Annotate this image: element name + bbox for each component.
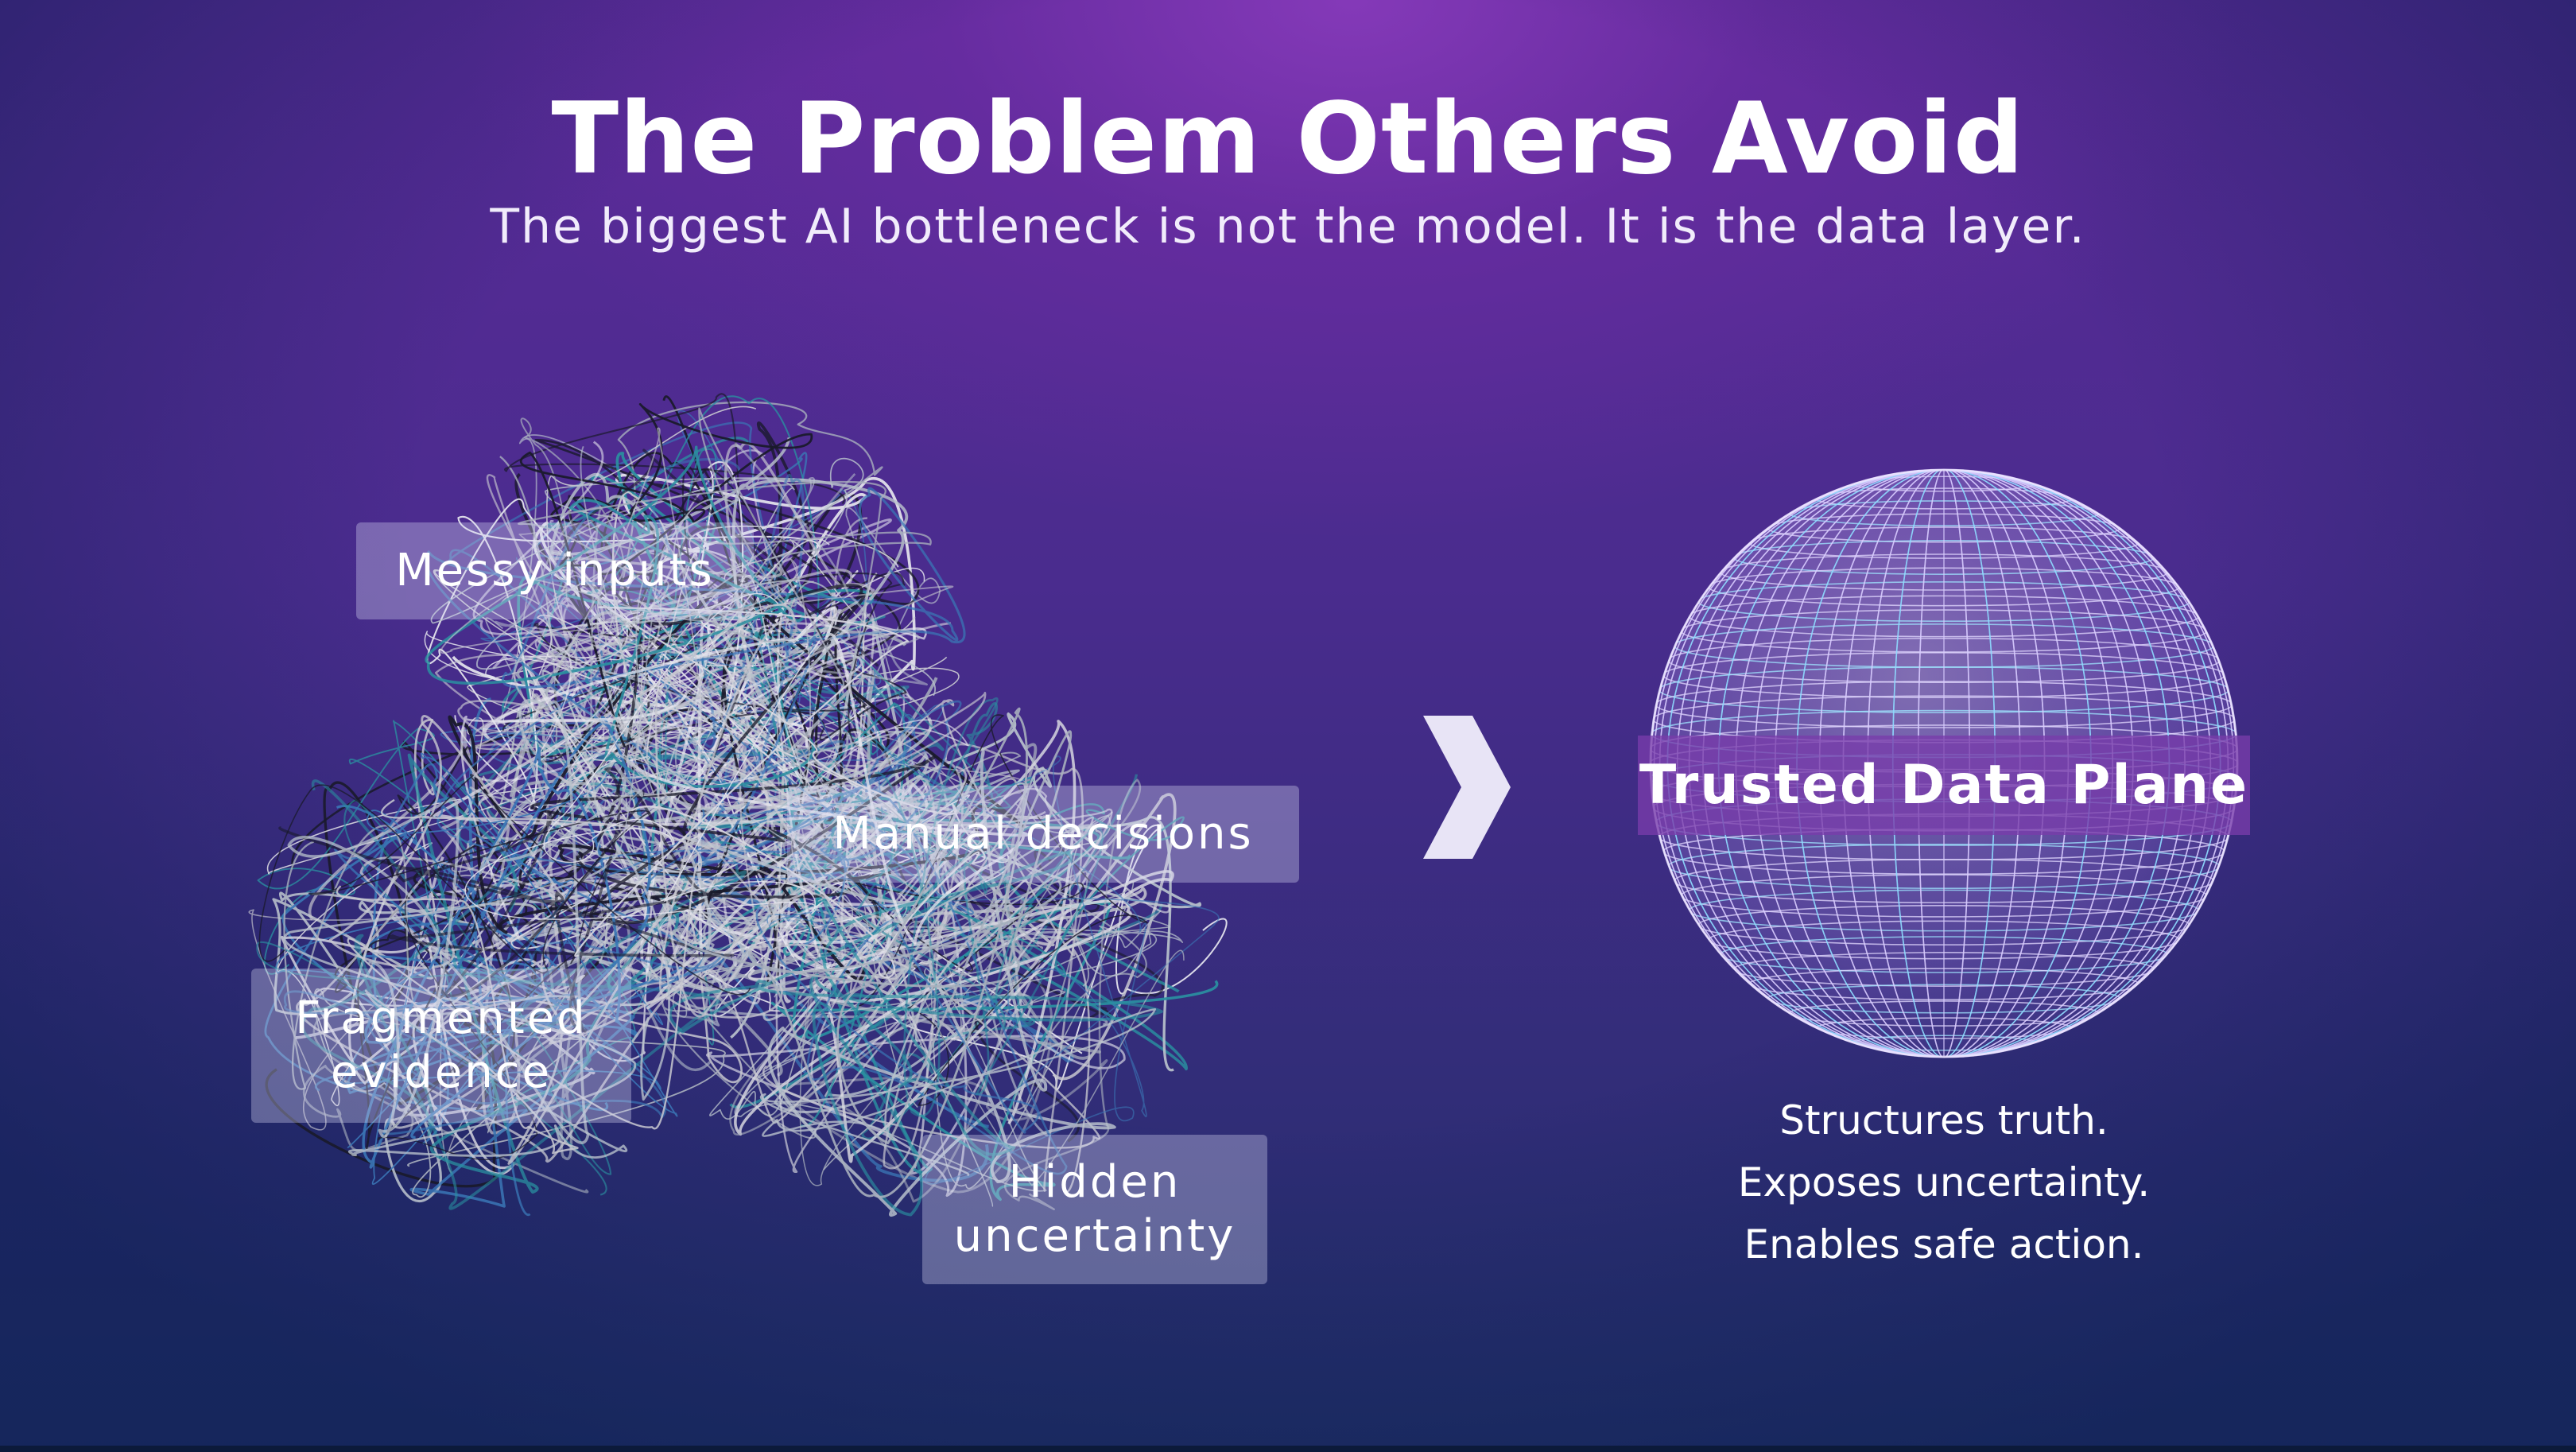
tangled-lines-graphic	[248, 393, 1228, 1217]
label-messy-inputs: Messy inputs	[356, 522, 754, 619]
label-hidden-uncertainty: Hidden uncertainty	[922, 1135, 1267, 1284]
trusted-data-plane-label: Trusted Data Plane	[1638, 736, 2250, 835]
benefit-item: Enables safe action.	[1744, 1221, 2144, 1268]
label-manual-decisions: Manual decisions	[787, 786, 1299, 883]
page-subtitle: The biggest AI bottleneck is not the mod…	[490, 199, 2086, 254]
page-title: The Problem Others Avoid	[551, 82, 2025, 196]
chevron-right-icon	[1423, 716, 1511, 859]
benefit-item: Exposes uncertainty.	[1737, 1159, 2151, 1205]
bottom-border	[0, 1446, 2576, 1452]
benefits-list: Structures truth. Exposes uncertainty. E…	[1630, 1089, 2258, 1275]
benefit-item: Structures truth.	[1779, 1097, 2109, 1143]
label-fragmented-evidence: Fragmented evidence	[251, 969, 631, 1123]
